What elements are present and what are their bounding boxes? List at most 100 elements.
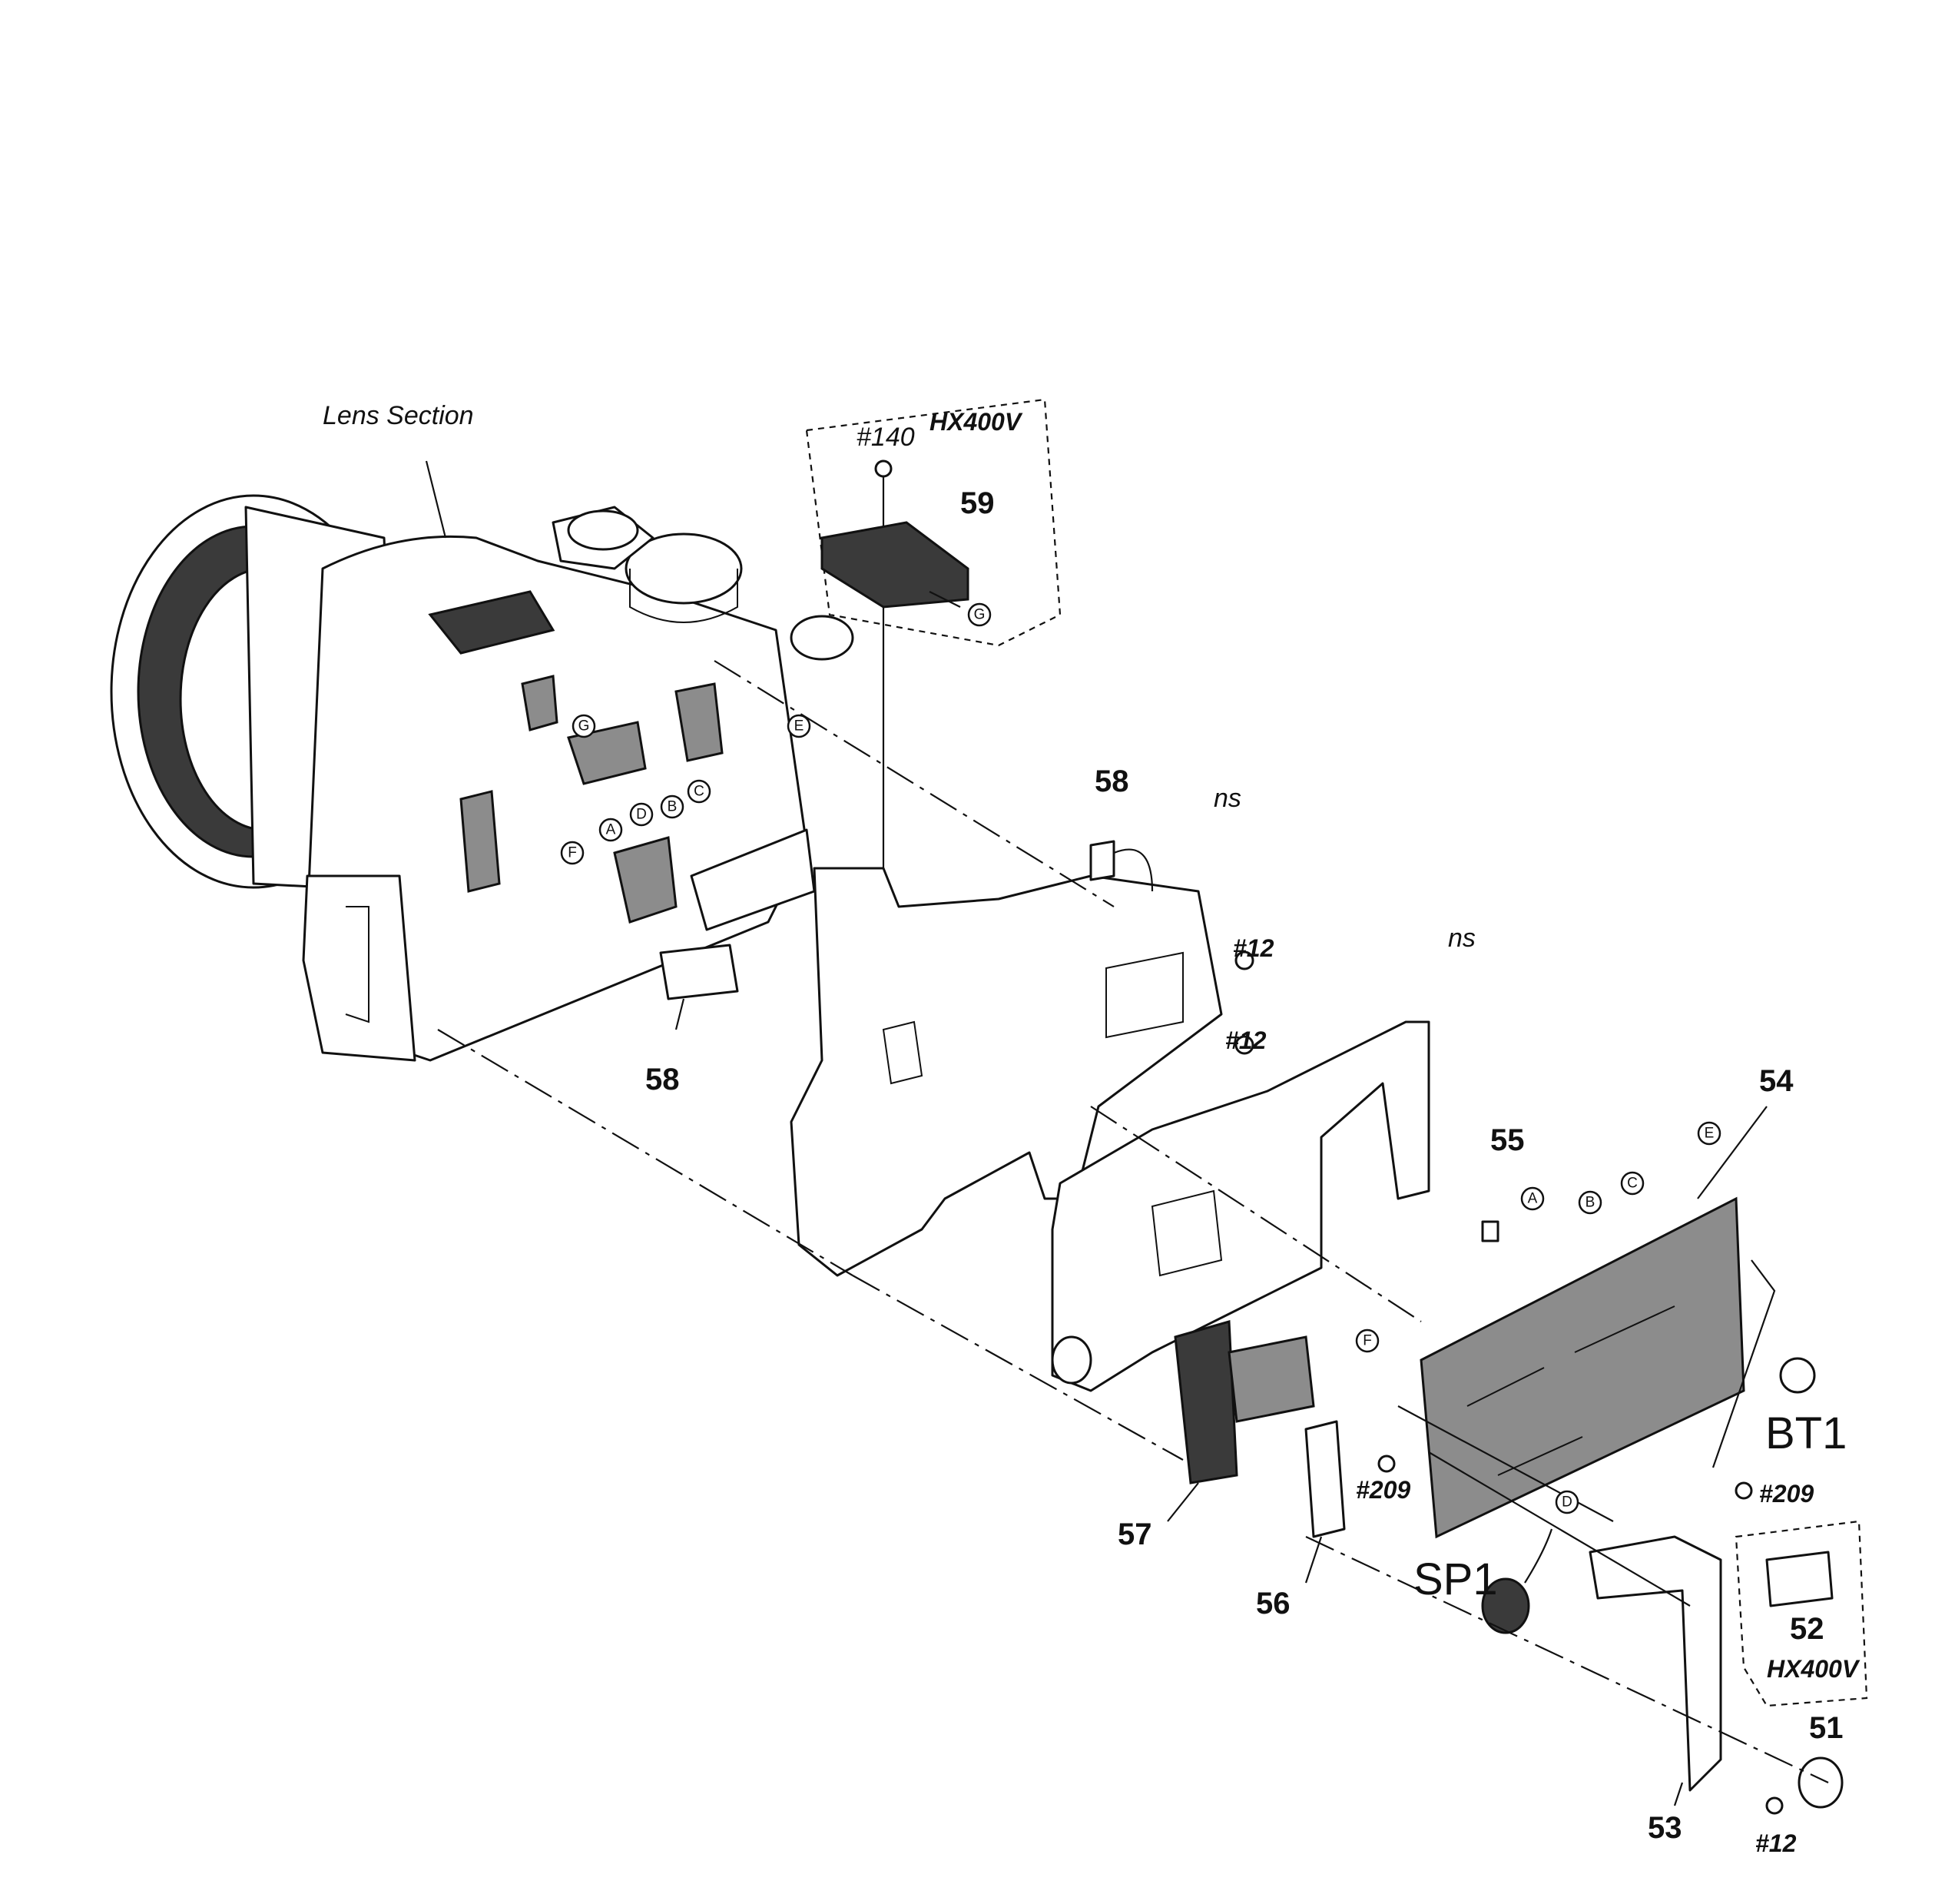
sp1-wire: [1524, 1528, 1553, 1584]
lower-bracket-group: [1167, 1320, 1396, 1584]
ref-c-camera: C: [687, 779, 711, 804]
chassis-speaker-mount: [1051, 1335, 1092, 1385]
svg-text:F: F: [1363, 1333, 1372, 1349]
part-58-upper-shape: [1089, 840, 1115, 881]
grip-label-area: [345, 906, 369, 1023]
label-part-54: 54: [1759, 1064, 1794, 1098]
label-part-59: 59: [960, 486, 995, 520]
label-screw-12-a: #12: [1233, 934, 1274, 962]
ref-b-camera: B: [660, 794, 684, 819]
label-part-52: 52: [1790, 1612, 1824, 1646]
part-53-leader: [1673, 1782, 1684, 1806]
svg-text:E: E: [1705, 1126, 1715, 1142]
part-59-gps-unit: [820, 521, 969, 609]
part-54-board: [1420, 1196, 1745, 1539]
svg-text:B: B: [668, 799, 678, 815]
lens-section-leader: [425, 460, 447, 539]
part-58-lower-shape: [659, 944, 739, 1000]
ref-a-board: A: [1520, 1186, 1545, 1211]
ref-f-board: F: [1355, 1328, 1380, 1353]
screw-12-a-icon: [1234, 950, 1254, 970]
flash-grille: [428, 590, 555, 655]
mode-dial-side: [629, 569, 738, 623]
ref-d-board: D: [1555, 1490, 1579, 1514]
ref-g-camera: G: [572, 714, 596, 738]
flex-cable-g: [521, 675, 558, 731]
svg-text:A: A: [606, 822, 616, 838]
main-board: [1420, 1106, 1816, 1539]
label-part-58-lower: 58: [645, 1063, 680, 1096]
svg-text:D: D: [636, 807, 647, 823]
label-bt1: BT1: [1765, 1408, 1847, 1458]
part-59-group: [805, 398, 1062, 907]
flex-cable-c: [674, 682, 724, 762]
label-part-55: 55: [1490, 1123, 1525, 1157]
label-ns-lower: ns: [1448, 924, 1476, 953]
chassis-window: [1151, 1189, 1223, 1277]
assembly-line-5: [1090, 1106, 1422, 1322]
assembly-line-6: [1428, 1451, 1691, 1607]
part-51-ring: [1798, 1756, 1844, 1809]
part-53-bracket: [1589, 1535, 1722, 1792]
part-57-jack: [1174, 1320, 1238, 1484]
label-hx400v-bottom: HX400V: [1767, 1655, 1861, 1683]
hx400v-bottom-boundary: [1735, 1520, 1868, 1707]
ref-a-camera: A: [598, 818, 623, 842]
bt1-battery: [1779, 1357, 1816, 1394]
svg-text:E: E: [794, 718, 804, 735]
label-part-53: 53: [1648, 1811, 1682, 1845]
mode-dial: [625, 532, 743, 605]
part-57-leader: [1167, 1482, 1199, 1522]
assembly-line-1: [437, 1029, 853, 1276]
svg-text:D: D: [1562, 1494, 1572, 1511]
label-screw-209-right: #209: [1759, 1480, 1814, 1508]
label-part-57: 57: [1118, 1518, 1152, 1551]
rear-chassis: [1051, 1020, 1430, 1392]
screw-209-left-icon: [1377, 1455, 1396, 1473]
assembly-line-3: [1305, 1536, 1829, 1783]
hand-grip: [302, 874, 416, 1062]
part-56-bracket: [1304, 1420, 1346, 1538]
ref-e-board: E: [1697, 1121, 1721, 1146]
label-part-58-upper: 58: [1095, 765, 1129, 798]
assembly-lines: [437, 660, 1829, 1783]
rear-dial: [790, 615, 854, 661]
flex-cable-a: [567, 721, 647, 785]
svg-text:C: C: [1627, 1176, 1638, 1192]
part-56-leader: [1304, 1536, 1323, 1584]
assembly-line-4: [714, 660, 1115, 907]
label-hx400v-top: HX400V: [929, 408, 1023, 436]
label-part-56: 56: [1256, 1587, 1291, 1620]
text-labels: Lens Section HX400V #140 59 58 ns #12 #1…: [323, 401, 1861, 1857]
part-52-label-sheet: [1765, 1551, 1834, 1607]
bt1-leader: [1711, 1259, 1776, 1468]
ref-g-part59: G: [967, 602, 992, 627]
screw-209-right-icon: [1735, 1481, 1753, 1500]
connector-refs: A B C D E F G G A B C E D F: [560, 602, 1721, 1514]
screw-12-b-icon: [1234, 1035, 1254, 1055]
board-traces: [1466, 1305, 1675, 1476]
part-54-leader: [1697, 1106, 1768, 1199]
label-screw-12-c: #12: [1755, 1829, 1797, 1857]
part-58-upper-leader: [1113, 848, 1154, 892]
camera-body: [110, 494, 854, 1062]
svg-text:C: C: [694, 784, 704, 800]
ref-c-board: C: [1620, 1171, 1645, 1196]
label-sp1: SP1: [1413, 1554, 1498, 1604]
label-ns-upper: ns: [1214, 784, 1241, 813]
label-screw-12-b: #12: [1225, 1027, 1267, 1054]
bottom-right-group: [1481, 1520, 1868, 1815]
shutter-button: [567, 509, 639, 551]
assembly-line-2: [852, 1275, 1184, 1461]
svg-text:G: G: [578, 718, 590, 735]
svg-text:G: G: [974, 607, 986, 623]
ref-f-camera: F: [560, 841, 585, 865]
label-lens-section: Lens Section: [323, 401, 474, 430]
screw-140-icon: [874, 459, 893, 478]
frame-window: [1105, 951, 1184, 1039]
ref-b-board: B: [1578, 1190, 1602, 1215]
part-57-flex: [1228, 1335, 1315, 1423]
part-59-leader: [929, 591, 961, 608]
